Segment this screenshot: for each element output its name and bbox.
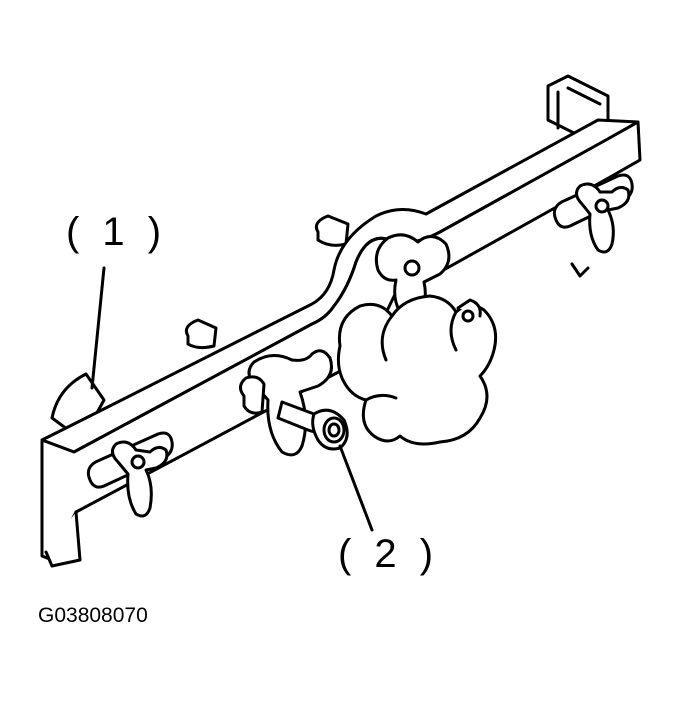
large-knob [336,294,498,446]
leader-line-1 [90,266,106,390]
wing-nut-upper-center [374,233,451,319]
wing-nut-left [86,431,174,518]
wing-nut-center [239,349,349,457]
callout-label-2: ( 2 ) [338,532,440,576]
callout-label-1: ( 1 ) [66,210,168,254]
rear-pegs [184,214,350,350]
leader-line-2 [338,444,374,532]
figure-id: G03808070 [38,604,148,627]
wing-nut-right [552,173,634,278]
